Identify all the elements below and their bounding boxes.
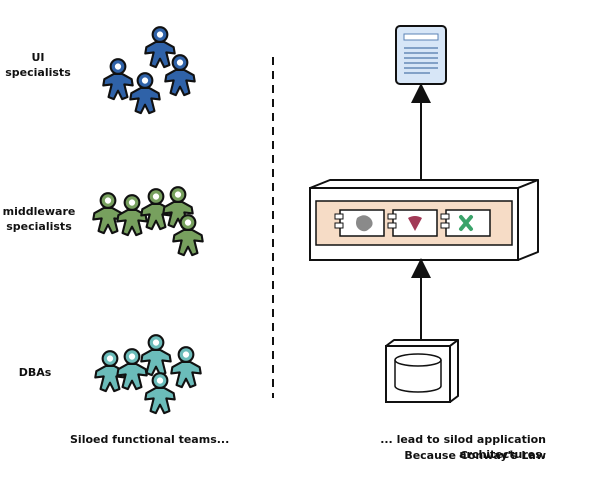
component-red xyxy=(387,209,438,237)
dbas-label: DBAs xyxy=(18,366,52,379)
dbas-icon xyxy=(94,334,202,415)
left-caption: Siloed functional teams... xyxy=(70,433,230,446)
server-box-icon xyxy=(309,179,539,261)
red-heart-icon xyxy=(408,216,422,231)
gray-blob-icon xyxy=(356,215,373,232)
database-icon xyxy=(385,339,459,403)
document-icon xyxy=(395,25,447,85)
component-green xyxy=(440,209,491,237)
middleware-specialists-label: middleware specialists xyxy=(2,205,76,233)
ui-specialists-icon xyxy=(102,26,196,115)
component-gray xyxy=(334,209,385,237)
middleware-specialists-icon xyxy=(92,186,204,257)
green-x-icon xyxy=(459,215,473,231)
right-caption-line1: ... lead to silod application architectu… xyxy=(380,433,546,461)
right-caption-line2: Because Conway's Law xyxy=(404,449,546,462)
ui-specialists-label: UI specialists xyxy=(5,51,71,79)
